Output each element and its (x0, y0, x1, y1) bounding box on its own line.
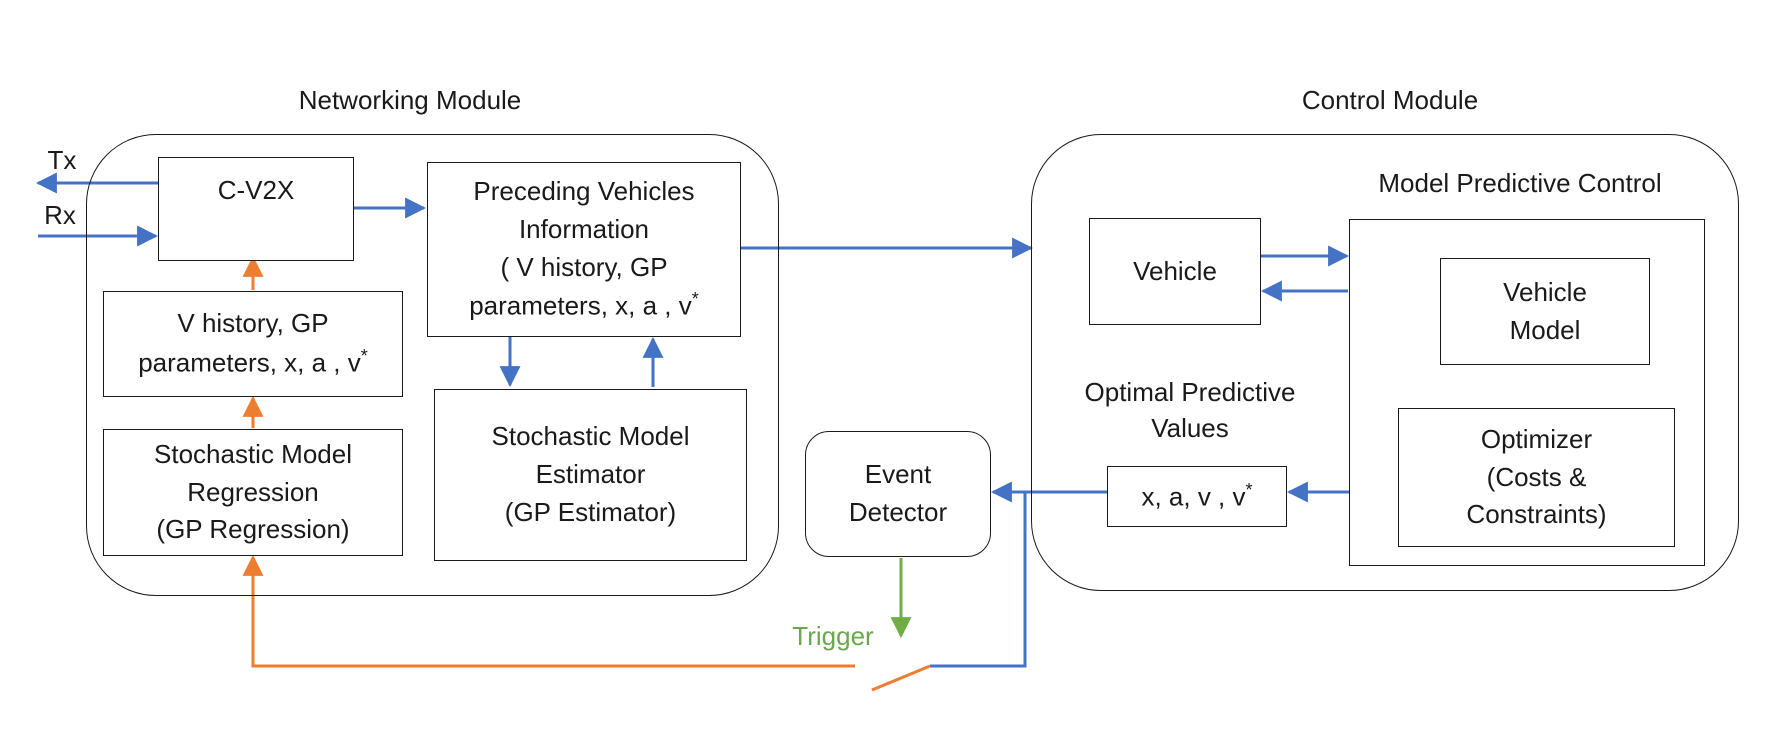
event-line2: Detector (848, 497, 948, 527)
optimizer-box: Optimizer (Costs & Constraints) (1398, 408, 1675, 547)
cv2x-box: C-V2X (158, 157, 354, 261)
event-detector-box: Event Detector (805, 431, 991, 557)
preceding-line2: Information (518, 213, 650, 244)
preceding-line4: parameters, x, a , v* (469, 289, 699, 322)
preceding-vehicles-box: Preceding Vehicles Information ( V histo… (427, 162, 741, 337)
mpc-title: Model Predictive Control (1378, 168, 1662, 198)
event-line1: Event (864, 459, 932, 490)
v-history-box: V history, GP parameters, x, a , v* (103, 291, 403, 397)
estimator-line1: Stochastic Model (491, 421, 690, 452)
stochastic-model-regression-box: Stochastic Model Regression (GP Regressi… (103, 429, 403, 556)
control-module-container (1031, 134, 1739, 591)
vehicle-model-line1: Vehicle (1503, 276, 1587, 307)
optimal-line2: Values (1151, 413, 1229, 444)
estimator-line2: Estimator (535, 459, 646, 490)
vehicle-model-box: Vehicle Model (1440, 258, 1650, 365)
regression-line2: Regression (187, 476, 319, 507)
regression-line1: Stochastic Model (154, 438, 352, 469)
networking-module-title: Networking Module (298, 85, 522, 115)
switch-to-regression-line (242, 554, 855, 668)
optimizer-line2: (Costs & (1486, 461, 1587, 492)
rx-label: Rx (44, 200, 76, 230)
networking-module-container (86, 134, 779, 596)
preceding-line1: Preceding Vehicles (473, 176, 695, 207)
stochastic-model-estimator-box: Stochastic Model Estimator (GP Estimator… (434, 389, 747, 561)
tx-label: Tx (47, 145, 77, 175)
values-label: x, a, v , v* (1141, 479, 1253, 512)
optimizer-line1: Optimizer (1480, 423, 1593, 454)
vehicle-box: Vehicle (1089, 218, 1261, 325)
v-history-line2: parameters, x, a , v* (138, 346, 368, 378)
vehicle-model-line2: Model (1509, 314, 1581, 345)
v-history-line1: V history, GP (177, 308, 329, 339)
vehicle-label: Vehicle (1133, 255, 1217, 286)
control-module-title: Control Module (1301, 85, 1479, 115)
values-box: x, a, v , v* (1107, 466, 1287, 527)
trigger-label: Trigger (792, 621, 874, 651)
preceding-line3: ( V history, GP (500, 251, 668, 282)
estimator-line3: (GP Estimator) (504, 496, 677, 527)
cv2x-label: C-V2X (217, 175, 295, 205)
switch-blade (871, 664, 931, 692)
optimal-predictive-values-label: Optimal Predictive Values (1055, 374, 1325, 447)
optimal-line1: Optimal Predictive (1084, 377, 1296, 407)
feedback-to-switch-line (930, 492, 1027, 668)
optimizer-line3: Constraints) (1466, 499, 1607, 530)
regression-line3: (GP Regression) (156, 514, 350, 545)
